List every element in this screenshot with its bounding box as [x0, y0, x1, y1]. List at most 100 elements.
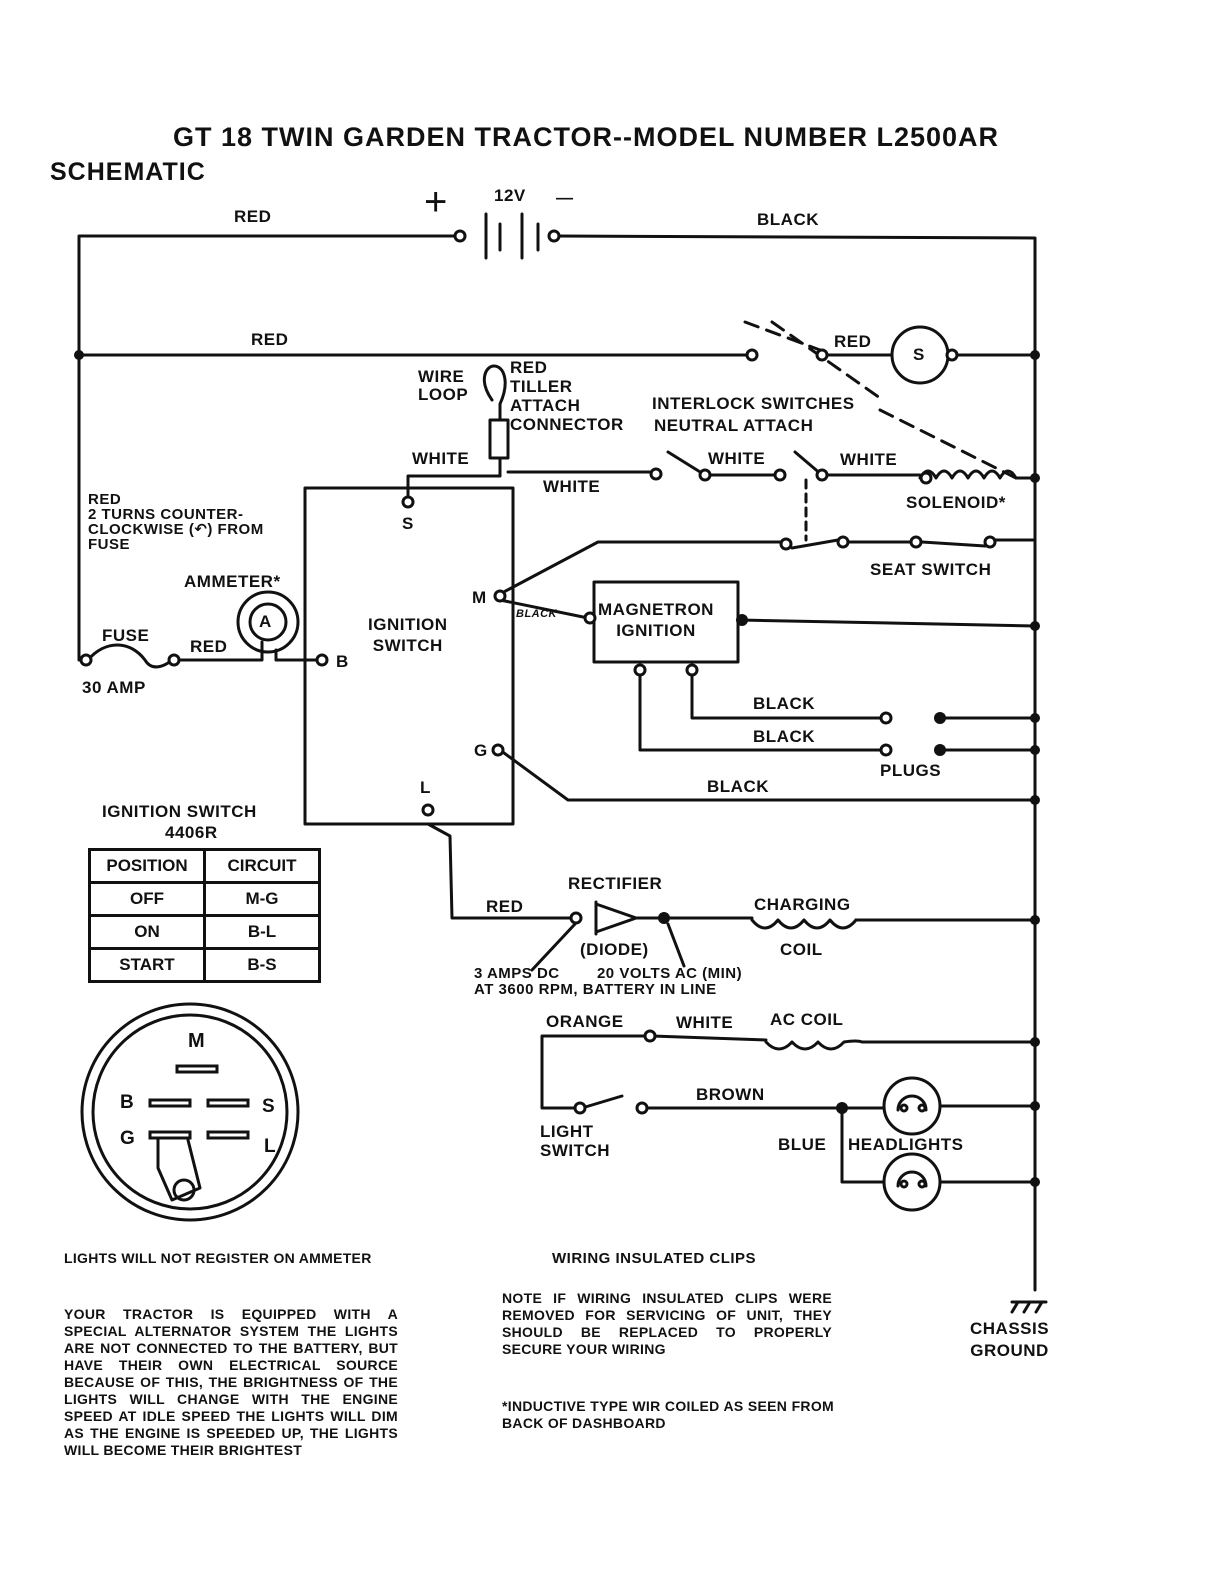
interlock-terminal	[815, 468, 829, 482]
junction	[934, 712, 946, 724]
charging-coil	[750, 918, 858, 930]
connector-l: L	[264, 1136, 277, 1157]
wire-black-g	[498, 748, 1037, 802]
magnetron-in	[583, 611, 597, 625]
ignition-switch-box	[303, 486, 515, 826]
connector-face	[80, 1002, 300, 1222]
wire-black-m	[498, 598, 590, 620]
ammeter-label: AMMETER*	[184, 572, 281, 591]
plug-terminal	[879, 743, 893, 757]
light-switch-label: LIGHT SWITCH	[540, 1122, 611, 1160]
battery-terminal-neg	[547, 229, 561, 243]
term-m-label: M	[472, 588, 487, 607]
headlight-terminal	[917, 1179, 927, 1189]
headlight-1	[882, 1076, 942, 1136]
connector-eyelet	[172, 1178, 196, 1202]
light-switch-terminal	[635, 1101, 649, 1115]
junction	[1030, 1037, 1040, 1047]
magnetron-out	[633, 663, 647, 677]
seat-terminal	[909, 535, 923, 549]
amp-30-label: 30 AMP	[82, 678, 146, 697]
wire-red-fuse	[176, 640, 264, 662]
wire-ammeter-b	[274, 648, 320, 662]
ign-term-g	[491, 743, 505, 757]
black-plug-1-label: BLACK	[753, 694, 815, 713]
ign-term-s	[401, 495, 415, 509]
ignition-table-part: 4406R	[165, 823, 218, 842]
connector-s: S	[262, 1096, 276, 1117]
interlock-terminal	[649, 467, 663, 481]
junction	[836, 1102, 848, 1114]
wire-black-plug-2	[638, 668, 884, 752]
charging-label: CHARGING	[754, 895, 851, 914]
term-s-label: S	[402, 514, 414, 533]
fuse-label: FUSE	[102, 626, 150, 645]
white-label-neutral: WHITE	[708, 449, 766, 468]
battery-terminal-pos	[453, 229, 467, 243]
starter-terminal	[945, 348, 959, 362]
table-cell: OFF	[88, 881, 206, 917]
headlight-terminal	[899, 1179, 909, 1189]
orange-label: ORANGE	[546, 1012, 624, 1031]
table-header: POSITION	[88, 848, 206, 884]
headlights-label: HEADLIGHTS	[848, 1135, 964, 1154]
junction	[1030, 1177, 1040, 1187]
solenoid-terminal	[919, 471, 933, 485]
junction	[1030, 350, 1040, 360]
wire-loop	[482, 364, 507, 422]
wire-white-ac	[650, 1034, 768, 1042]
wire-red-battery	[77, 234, 458, 662]
junction	[934, 744, 946, 756]
starter-terminal	[745, 348, 759, 362]
black-plug-2-label: BLACK	[753, 727, 815, 746]
wire-orange	[540, 1034, 650, 1110]
table-cell: B-S	[203, 947, 321, 983]
fuse-terminal	[167, 653, 181, 667]
ammeter-a: A	[259, 612, 272, 631]
ammeter-ring	[236, 590, 300, 654]
tiller-label: RED TILLER ATTACH CONNECTOR	[510, 358, 624, 434]
ignition-switch-label: IGNITION SWITCH	[368, 615, 448, 655]
interlock-terminal	[698, 468, 712, 482]
red-fuse-label: RED	[190, 637, 228, 656]
red-top-label: RED	[234, 207, 272, 226]
light-switch-terminal	[573, 1101, 587, 1115]
voltage-label: 12V	[494, 186, 526, 205]
diode-triangle	[594, 902, 638, 934]
magnetron-label: MAGNETRON IGNITION	[598, 600, 714, 640]
ignition-table-caption: IGNITION SWITCH	[102, 802, 257, 821]
connector-g-arm	[156, 1130, 202, 1202]
term-l-label: L	[420, 778, 431, 797]
interlock-terminal	[773, 468, 787, 482]
connector-b: B	[120, 1092, 135, 1113]
wire-seat	[498, 540, 782, 596]
blue-label: BLUE	[778, 1135, 827, 1154]
seat-switch-label: SEAT SWITCH	[870, 560, 992, 579]
section-title: SCHEMATIC	[50, 158, 206, 186]
junction	[1030, 621, 1040, 631]
brown-label: BROWN	[696, 1085, 765, 1104]
ign-term-l	[421, 803, 435, 817]
note-clips-heading: WIRING INSULATED CLIPS	[552, 1250, 757, 1267]
solenoid-label: SOLENOID*	[906, 493, 1006, 512]
minus-sign: —	[556, 188, 574, 207]
page-title: GT 18 TWIN GARDEN TRACTOR--MODEL NUMBER …	[173, 122, 1000, 152]
junction	[1030, 915, 1040, 925]
coil-label: COIL	[780, 940, 823, 959]
ign-term-b	[315, 653, 329, 667]
blade-l	[206, 1130, 250, 1140]
headlight-terminal	[917, 1103, 927, 1113]
connector-g: G	[120, 1128, 136, 1149]
seat-blade-2	[920, 540, 987, 548]
junction	[1030, 745, 1040, 755]
junction	[1030, 713, 1040, 723]
magnetron-out	[685, 663, 699, 677]
black-g-label: BLACK	[707, 777, 769, 796]
seat-blade	[790, 538, 840, 550]
white-label-s: WHITE	[412, 449, 470, 468]
ac-coil	[764, 1039, 1037, 1051]
interlock-dash	[743, 320, 822, 352]
starter-terminal	[815, 348, 829, 362]
white-label-solenoid: WHITE	[840, 450, 898, 469]
junction	[1030, 1101, 1040, 1111]
